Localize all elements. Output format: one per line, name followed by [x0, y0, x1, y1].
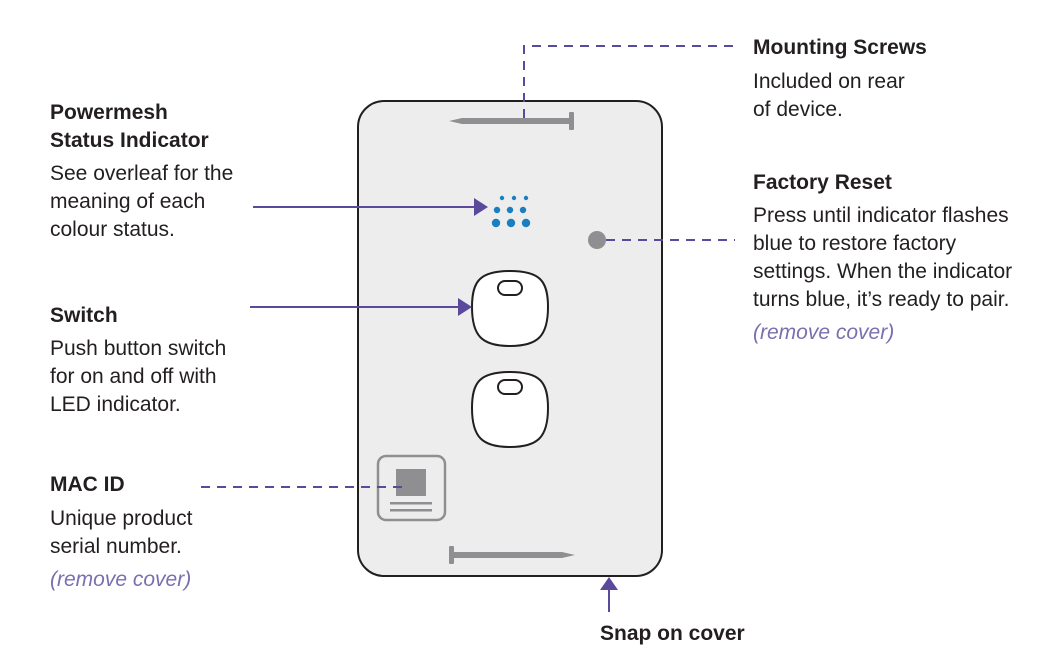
factory-reset-title: Factory Reset	[753, 171, 892, 194]
mounting-screws-title: Mounting Screws	[753, 36, 927, 59]
status-indicator-icon	[491, 195, 531, 228]
mac-id-desc-line: Unique product	[50, 507, 193, 530]
powermesh-desc-line: meaning of each	[50, 190, 206, 213]
switch-desc-line: for on and off with	[50, 365, 217, 388]
snap-cover-arrowhead-icon	[600, 577, 618, 590]
mounting-screws-desc-line: Included on rear	[753, 70, 905, 93]
powermesh-desc-line: colour status.	[50, 218, 175, 241]
led-indicator-icon	[497, 280, 523, 296]
switch-button-top	[470, 269, 550, 348]
powermesh-desc-line: See overleaf for the	[50, 162, 234, 185]
switch-desc-line: Push button switch	[50, 337, 227, 360]
factory-reset-desc-line: Press until indicator flashes	[753, 204, 1009, 227]
factory-reset-desc-line: turns blue, it’s ready to pair.	[753, 288, 1010, 311]
factory-reset-desc-line: settings. When the indicator	[753, 260, 1013, 283]
powermesh-arrowhead-icon	[474, 198, 488, 216]
mac-id-desc-line: serial number.	[50, 535, 182, 558]
snap-cover-title: Snap on cover	[600, 622, 745, 645]
factory-reset-desc-line: blue to restore factory	[753, 232, 957, 255]
bottom-screw-icon	[449, 546, 575, 564]
switch-title: Switch	[50, 304, 118, 327]
mac-id-title: MAC ID	[50, 473, 125, 496]
top-screw-icon	[449, 112, 574, 130]
switch-arrowhead-icon	[458, 298, 472, 316]
factory-reset-note: (remove cover)	[753, 321, 895, 344]
powermesh-title-line1: Powermesh	[50, 101, 168, 124]
powermesh-title-line2: Status Indicator	[50, 129, 209, 152]
factory-reset-button-icon	[588, 231, 606, 249]
mounting-screws-leader-line	[523, 45, 735, 118]
mac-id-note: (remove cover)	[50, 568, 192, 591]
mounting-screws-desc-line: of device.	[753, 98, 843, 121]
switch-button-bottom	[470, 370, 550, 449]
switch-desc-line: LED indicator.	[50, 393, 181, 416]
led-indicator-icon	[497, 379, 523, 395]
